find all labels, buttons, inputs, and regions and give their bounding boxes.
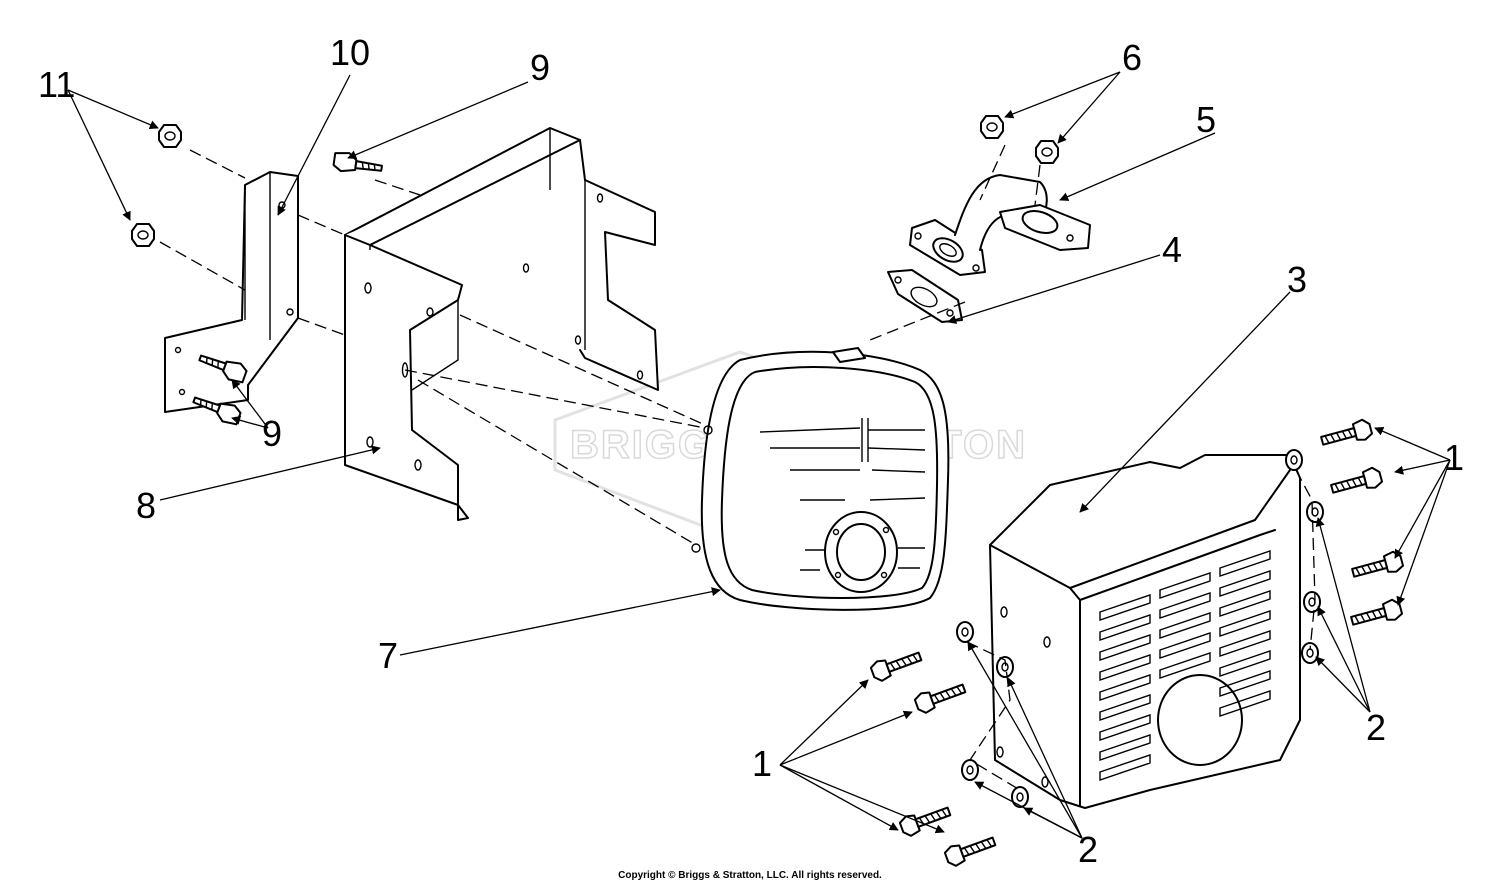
copyright-notice: Copyright © Briggs & Stratton, LLC. All … (618, 870, 882, 881)
callout-6: 6 (1122, 37, 1142, 78)
part-4-gasket (887, 269, 963, 323)
callout-3: 3 (1287, 259, 1307, 300)
part-10-small-bracket (164, 171, 299, 413)
callout-7: 7 (378, 635, 398, 676)
part-3-heat-shield (989, 454, 1301, 809)
callout-11: 11 (38, 64, 75, 105)
heat-shield-slots (1099, 550, 1271, 781)
part-5-exhaust-elbow (909, 174, 1091, 276)
part-7-muffler (691, 347, 950, 611)
part-11-nuts (131, 124, 182, 247)
part-8-mounting-bracket (344, 127, 659, 521)
callout-9-top: 9 (530, 47, 550, 88)
callout-9-bottom: 9 (262, 413, 282, 454)
callout-labels: 11 10 9 9 8 7 6 5 4 3 1 1 2 2 (38, 32, 1464, 870)
callout-1-left: 1 (752, 743, 772, 784)
callout-4: 4 (1162, 229, 1182, 270)
leader-lines (67, 71, 1451, 839)
callout-10: 10 (330, 32, 370, 73)
callout-2-bottom: 2 (1078, 829, 1098, 870)
callout-8: 8 (136, 485, 156, 526)
callout-1-right: 1 (1444, 437, 1464, 478)
part-6-nuts (980, 115, 1059, 164)
assembly-dashed-lines (159, 144, 1316, 791)
callout-2-right: 2 (1366, 707, 1386, 748)
callout-5: 5 (1196, 99, 1216, 140)
